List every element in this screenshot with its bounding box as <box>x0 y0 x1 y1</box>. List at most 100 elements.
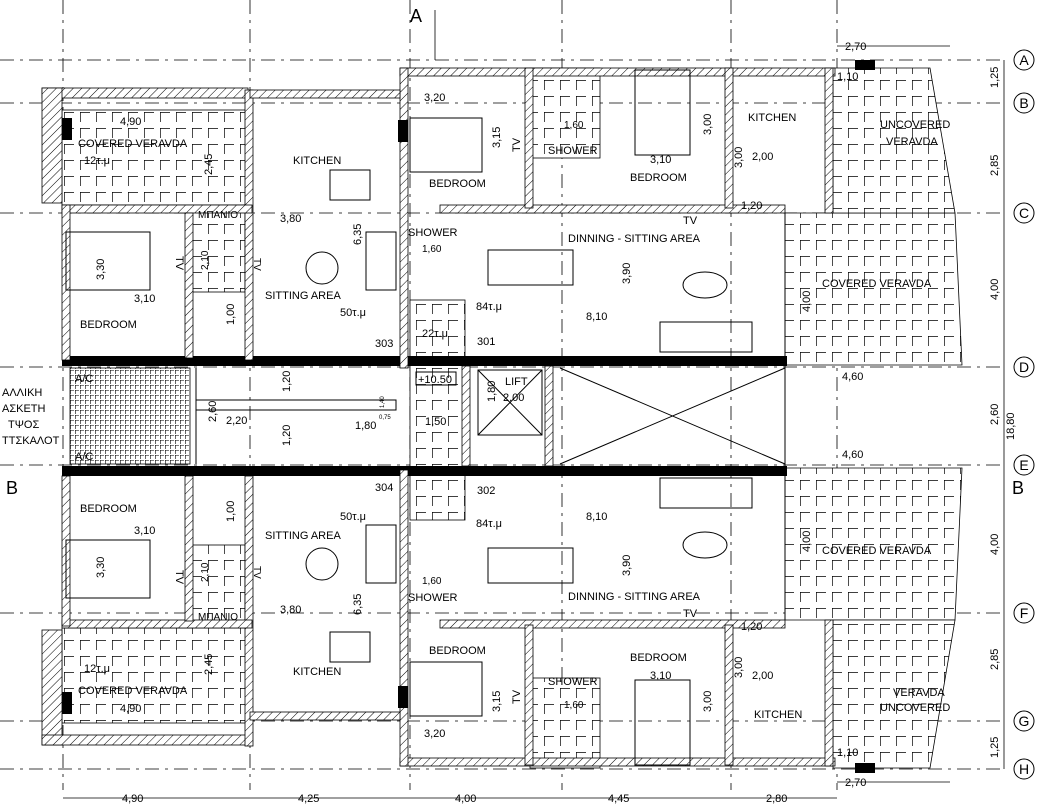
tv-label: TV <box>683 215 698 227</box>
room-label: KITCHEN <box>293 666 341 678</box>
bath-label: ΜΠΑΝΙΟ <box>198 612 238 623</box>
dim-text: 3,00 <box>733 657 745 678</box>
axis-label: E <box>1019 457 1028 473</box>
chair-dim: 1,40 <box>380 396 386 408</box>
stair-dim: 1,20 <box>281 371 293 392</box>
stair-dim: 1,80 <box>355 420 376 432</box>
sofa-icon <box>659 321 753 353</box>
room-label: KITCHEN <box>748 112 796 124</box>
dim-text: 3,90 <box>621 263 633 284</box>
room-area: 50τ.μ <box>340 307 366 319</box>
dim-text: 4,00 <box>989 279 1001 300</box>
dim-text: 4,90 <box>120 703 141 715</box>
shaft-label: ΤΤΣΚΑΛΟΤ <box>2 435 60 447</box>
dining-table-icon <box>487 249 574 286</box>
dim-text: 4,00 <box>455 793 476 805</box>
floor-finishes <box>41 67 963 769</box>
coffee-table-icon <box>305 251 339 285</box>
coffee-table-icon <box>682 531 728 559</box>
dim-text: 4,45 <box>608 793 629 805</box>
tv-label: TV <box>251 566 262 579</box>
axis-label: F <box>1020 605 1029 621</box>
room-label: BEDROOM <box>429 645 486 657</box>
dim-text: 3,10 <box>650 154 671 166</box>
section-marker-a: A <box>410 6 422 26</box>
room-label: COVERED VERAVDA <box>822 278 932 290</box>
dim-text: 2,10 <box>200 562 211 582</box>
room-label: SHOWER <box>408 592 458 604</box>
dim-text: 1,20 <box>741 200 762 212</box>
tv-label: TV <box>511 137 523 152</box>
dim-text: 1,60 <box>422 576 442 587</box>
room-label: DINNING - SITTING AREA <box>568 233 701 245</box>
level-mark: +10.50 <box>418 374 452 386</box>
dim-text: 2,10 <box>200 250 211 270</box>
room-label: SITTING AREA <box>265 290 341 302</box>
dim-text: 8,10 <box>586 511 607 523</box>
dim-text: 3,00 <box>733 147 745 168</box>
ac-label: A/C <box>75 373 93 385</box>
dim-text: 2,45 <box>203 154 215 175</box>
dim-text: 2,00 <box>752 670 773 682</box>
room-area: 12τ.μ <box>84 663 110 675</box>
dim-text: 4,00 <box>801 531 813 552</box>
tv-label: TV <box>683 608 698 620</box>
dim-text: 2,85 <box>989 649 1001 670</box>
room-area: 50τ.μ <box>340 511 366 523</box>
dim-text: 3,30 <box>95 259 107 280</box>
dim-text: 4,00 <box>989 534 1001 555</box>
dim-text: 3,30 <box>95 557 107 578</box>
room-area: 84τ.μ <box>476 301 502 313</box>
top-unit: COVERED VERAVDA 12τ.μ 4,90 2,45 KITCHEN … <box>78 71 950 331</box>
axis-label: B <box>1019 95 1028 111</box>
corridor-width: 1,50 <box>425 416 446 428</box>
dim-text: 2,70 <box>845 777 866 789</box>
sofa-icon <box>365 524 397 584</box>
dim-text: 2,80 <box>766 793 787 805</box>
ac-label: A/C <box>75 451 93 463</box>
dining-table-icon <box>329 169 371 201</box>
dim-text: 3,10 <box>134 525 155 537</box>
dim-text: 2,60 <box>989 404 1001 425</box>
axis-label: C <box>1019 205 1029 221</box>
lift-width: 2,00 <box>503 392 524 404</box>
door-number: 303 <box>375 338 393 350</box>
dim-text: 3,80 <box>280 604 301 616</box>
lift-depth: 1,80 <box>486 381 498 402</box>
shaft-label: ΤΨΟΣ <box>8 419 39 431</box>
dim-text: 1,60 <box>422 244 442 255</box>
balcony-dim: 4,60 <box>842 449 863 461</box>
room-label: VERAVDA <box>893 687 945 699</box>
dim-text: 3,20 <box>424 728 445 740</box>
room-label: SHOWER <box>548 145 598 157</box>
stair-dim: 1,20 <box>281 425 293 446</box>
bed-icon <box>634 69 691 156</box>
dim-text: 3,10 <box>134 293 155 305</box>
chair-dim: 0,75 <box>379 415 391 421</box>
dim-text: 2,70 <box>845 41 866 53</box>
dim-text: 3,20 <box>424 92 445 104</box>
lobby-area: 22τ.μ <box>422 328 448 340</box>
bed-icon <box>65 539 151 599</box>
dim-text: 1,60 <box>564 120 584 131</box>
lift-label: LIFT <box>505 376 528 388</box>
dim-text: 1,20 <box>741 621 762 633</box>
room-label: SHOWER <box>408 227 458 239</box>
room-label: BEDROOM <box>630 652 687 664</box>
dim-text: 3,90 <box>621 555 633 576</box>
overall-dim: 18,80 <box>1005 412 1017 440</box>
core-labels: 22τ.μ 303 301 304 302 +10.50 LIFT 2,00 1… <box>2 328 863 497</box>
dim-text: 4,90 <box>120 116 141 128</box>
tv-label: TV <box>511 689 523 704</box>
tv-label: TV <box>251 258 262 271</box>
dim-text: 2,00 <box>752 151 773 163</box>
dimension-lines <box>63 10 1005 799</box>
bed-icon <box>65 231 151 291</box>
sofa-icon <box>659 477 753 509</box>
dim-text: 1,10 <box>837 747 858 759</box>
dim-text: 4,00 <box>801 291 813 312</box>
dim-text: 1,00 <box>225 304 237 325</box>
walls <box>61 60 875 773</box>
dim-text: 3,00 <box>702 691 714 712</box>
